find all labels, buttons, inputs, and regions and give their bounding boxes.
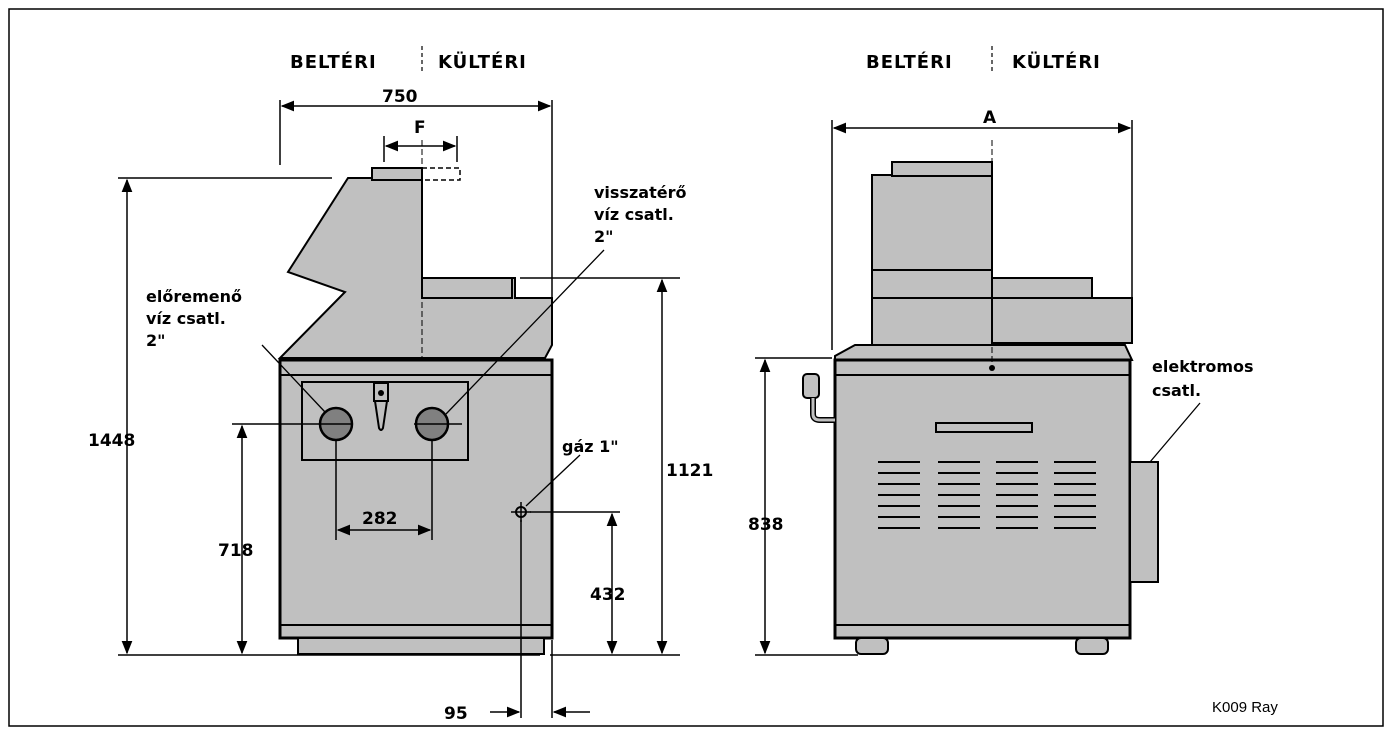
- drawing-frame: [8, 8, 1384, 727]
- front-base: [297, 637, 545, 655]
- side-step-1: [991, 277, 1093, 299]
- side-step-2: [991, 297, 1133, 344]
- dim-height-pipes: 718: [218, 541, 254, 561]
- side-view: [755, 46, 1201, 656]
- side-shoulder: [834, 344, 1134, 361]
- side-foot-left: [855, 637, 889, 655]
- label-left-indoor: BELTÉRI: [290, 51, 377, 73]
- electrical-box: [1129, 461, 1159, 583]
- front-flue-cap: [371, 167, 423, 181]
- side-foot-right: [1075, 637, 1109, 655]
- callout-flow-1: előremenő: [146, 287, 242, 306]
- power-plug-icon: [802, 373, 835, 423]
- callout-return-3: 2": [594, 227, 613, 246]
- callout-flow-2: víz csatl.: [146, 309, 226, 328]
- side-body: [833, 358, 1132, 640]
- dim-side-width: A: [983, 108, 997, 128]
- callout-electric-1: elektromos: [1152, 357, 1254, 376]
- callout-return-1: visszatérő: [594, 183, 686, 202]
- front-hood: [277, 177, 553, 359]
- dim-flue: F: [414, 118, 426, 138]
- dim-pipe-spacing: 282: [362, 509, 398, 529]
- callout-flow-3: 2": [146, 331, 165, 350]
- dim-gas-height: 432: [590, 585, 626, 605]
- dim-side-height: 838: [748, 515, 784, 535]
- gas-connection-icon: [511, 502, 531, 522]
- front-view: [118, 46, 680, 718]
- front-top-step: [421, 277, 513, 299]
- label-right-outdoor: KÜLTÉRI: [1012, 51, 1101, 73]
- dim-width-total: 750: [382, 87, 418, 107]
- dim-gas-offset: 95: [444, 704, 468, 724]
- drawing-code: K009 Ray: [1212, 699, 1278, 716]
- front-flue-cap-dashed: [421, 167, 461, 181]
- side-flue-block: [871, 174, 993, 346]
- label-left-outdoor: KÜLTÉRI: [438, 51, 527, 73]
- valve-icon: [373, 382, 389, 431]
- side-flue-cap: [891, 161, 993, 177]
- label-right-indoor: BELTÉRI: [866, 51, 953, 73]
- dim-height-total: 1448: [88, 431, 135, 451]
- callout-return-2: víz csatl.: [594, 205, 674, 224]
- side-slot: [935, 422, 1033, 433]
- callout-electric-2: csatl.: [1152, 381, 1201, 400]
- callout-gas: gáz 1": [562, 437, 619, 456]
- dim-height-top: 1121: [666, 461, 713, 481]
- side-vent-grille: [878, 461, 1096, 529]
